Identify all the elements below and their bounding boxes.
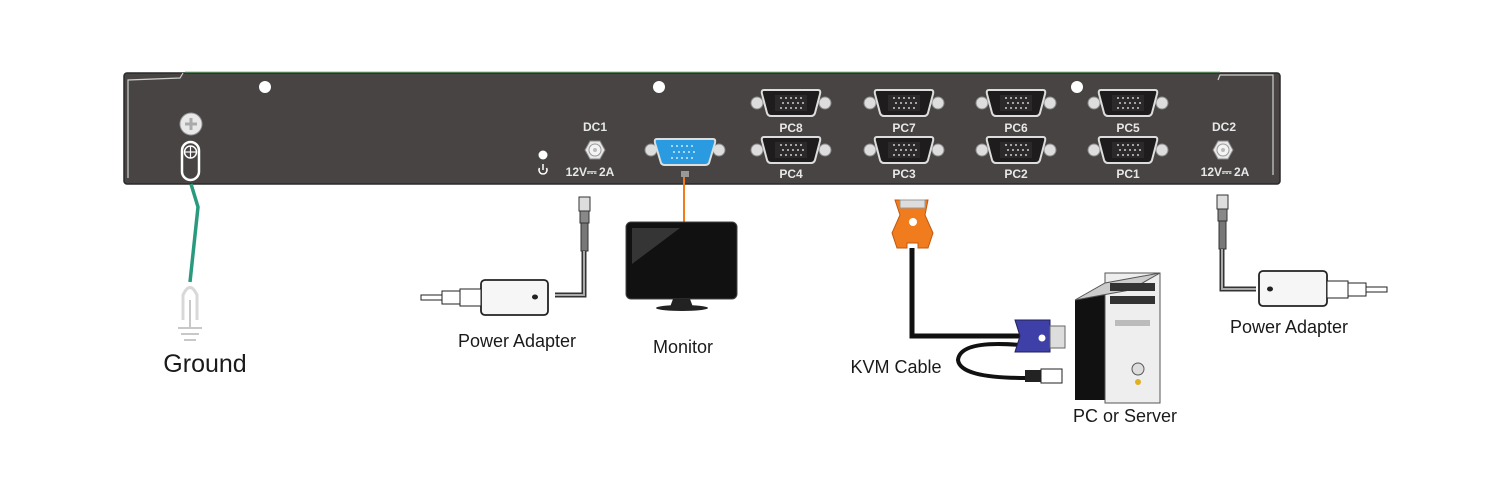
mount-hole (653, 81, 665, 93)
dc2-label: DC2 (1212, 120, 1236, 134)
port-pc5[interactable]: PC5 (1087, 89, 1169, 135)
dc1-label: DC1 (583, 120, 607, 134)
port-pc4[interactable]: PC4 (750, 136, 832, 181)
port-label: PC4 (779, 167, 803, 181)
kvm-cable-label: KVM Cable (850, 357, 941, 377)
monitor-label: Monitor (653, 337, 713, 357)
pc-server-label: PC or Server (1073, 406, 1177, 426)
dc2-power-jack[interactable]: DC2 12V⎓ 2A (1201, 120, 1250, 179)
kvm-rear-panel (123, 71, 1281, 185)
pc-ports: PC8 PC7 PC6 PC5 PC4 PC3 PC2 PC1 (750, 89, 1169, 181)
port-pc7[interactable]: PC7 (863, 89, 945, 135)
mount-hole (259, 81, 271, 93)
dc2-rating: 12V⎓ 2A (1201, 165, 1250, 179)
power-adapter-right-label: Power Adapter (1230, 317, 1348, 337)
port-pc6[interactable]: PC6 (975, 89, 1057, 135)
ground-wire (178, 183, 202, 341)
power-adapter-left (420, 196, 591, 316)
mount-hole (1071, 81, 1083, 93)
port-pc3[interactable]: PC3 (863, 136, 945, 181)
port-pc1[interactable]: PC1 (1087, 136, 1169, 181)
port-pc2[interactable]: PC2 (975, 136, 1057, 181)
pc-tower-icon (1074, 272, 1161, 404)
ground-label: Ground (163, 350, 246, 378)
port-label: PC8 (779, 121, 803, 135)
power-icon (538, 164, 548, 175)
dc1-rating: 12V⎓ 2A (566, 165, 615, 179)
power-adapter-left-label: Power Adapter (458, 331, 576, 351)
dc1-power-jack[interactable]: DC1 12V⎓ 2A (566, 120, 615, 179)
power-adapter-right (1216, 194, 1388, 307)
port-pc8[interactable]: PC8 (750, 89, 832, 135)
port-label: PC3 (892, 167, 916, 181)
monitor-vga-port[interactable] (644, 138, 726, 177)
port-label: PC6 (1004, 121, 1028, 135)
monitor-icon (625, 221, 738, 311)
monitor-icon (681, 171, 689, 177)
port-label: PC2 (1004, 167, 1028, 181)
port-label: PC1 (1116, 167, 1140, 181)
port-label: PC5 (1116, 121, 1140, 135)
port-label: PC7 (892, 121, 916, 135)
power-led (538, 150, 548, 160)
ground-terminal (179, 112, 203, 182)
kvm-cable (891, 199, 1066, 384)
